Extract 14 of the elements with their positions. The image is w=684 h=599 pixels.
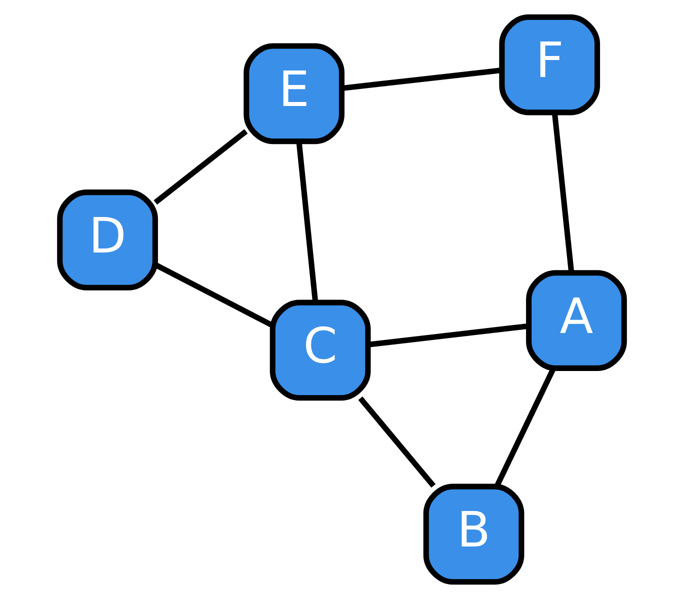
connector: [342, 67, 502, 91]
connector: [296, 141, 318, 302]
node-box: D: [57, 190, 158, 290]
connector: [154, 262, 274, 328]
node-box: C: [270, 300, 371, 401]
node-box: E: [244, 43, 344, 144]
node-box: A: [526, 270, 627, 371]
connector: [552, 112, 574, 273]
connector: [154, 129, 248, 205]
connector: [368, 323, 529, 348]
node-box: F: [499, 14, 600, 116]
connector: [494, 368, 556, 488]
connector: [358, 396, 436, 488]
node-box: B: [423, 484, 524, 585]
